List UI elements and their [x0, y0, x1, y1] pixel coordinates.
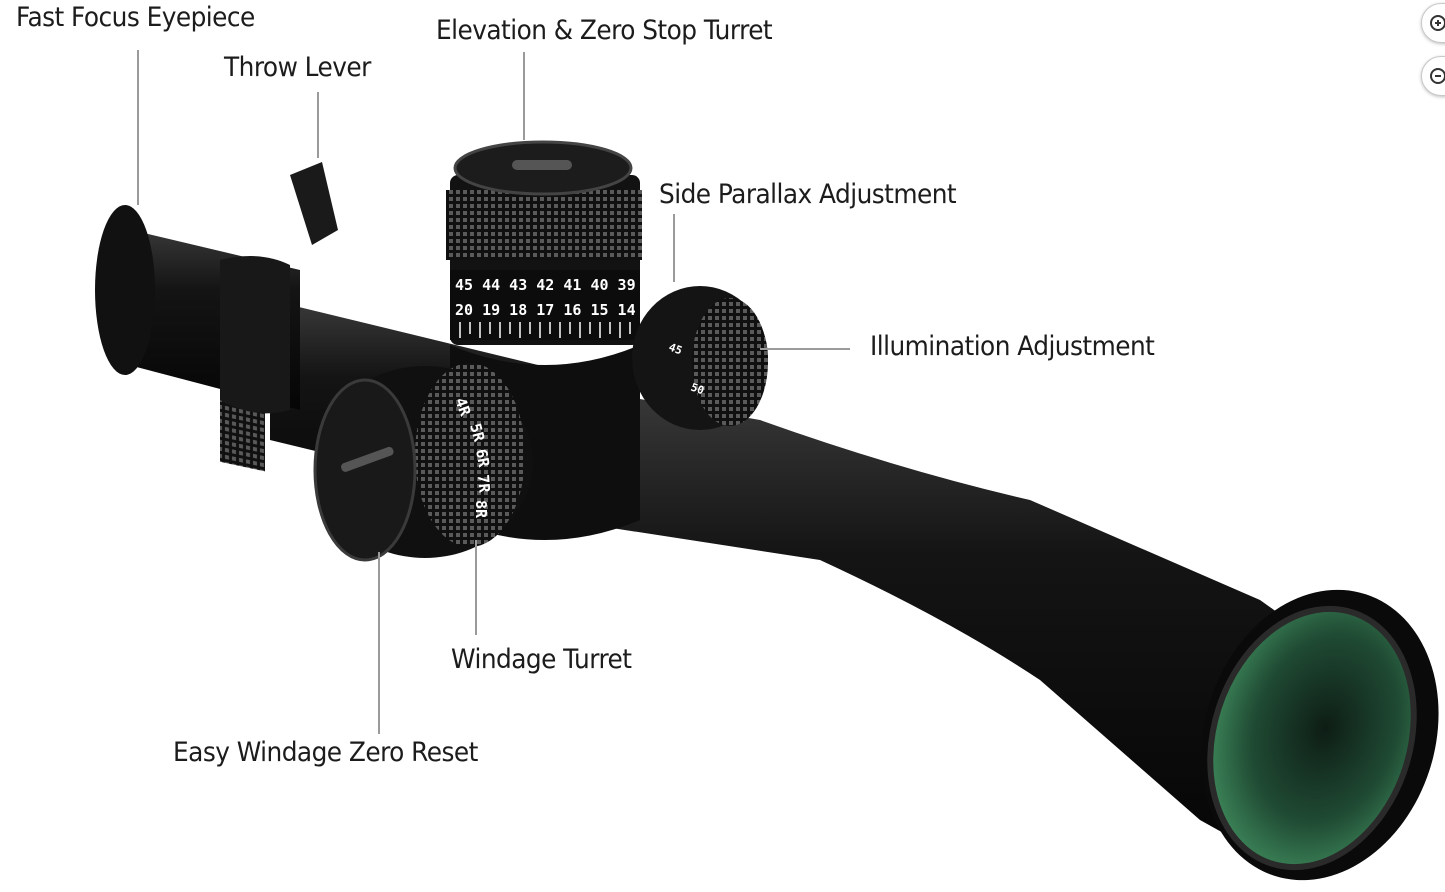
- throw-lever-shape: [290, 162, 338, 245]
- zoom-out-button[interactable]: [1421, 56, 1445, 96]
- svg-text:6R: 6R: [472, 448, 493, 470]
- callout-windage-turret: Windage Turret: [451, 644, 632, 675]
- svg-text:8R: 8R: [472, 500, 490, 519]
- leader-side-parallax: [673, 214, 675, 282]
- windage-turret-cap: [313, 378, 417, 562]
- objective-lens: [1210, 608, 1414, 868]
- leader-windage-turret: [475, 540, 477, 635]
- svg-text:50: 50: [689, 381, 706, 398]
- leader-elevation-turret: [523, 52, 525, 140]
- svg-text:7R: 7R: [474, 474, 494, 495]
- callout-illumination: Illumination Adjustment: [870, 331, 1155, 362]
- leader-throw-lever: [317, 92, 319, 158]
- callout-elevation-turret: Elevation & Zero Stop Turret: [436, 15, 773, 46]
- svg-text:45 44 43 42 41 40 39 38 37 36: 45 44 43 42 41 40 39 38 37 36: [455, 276, 717, 294]
- leader-fast-focus-eyepiece: [137, 50, 139, 205]
- callout-fast-focus-eyepiece: Fast Focus Eyepiece: [16, 2, 255, 33]
- eyepiece-ring: [95, 205, 155, 375]
- svg-text:4R: 4R: [451, 395, 474, 419]
- leader-windage-zero-reset: [378, 552, 380, 734]
- leader-illumination: [760, 348, 850, 350]
- callout-throw-lever: Throw Lever: [224, 52, 371, 83]
- svg-text:45: 45: [667, 341, 684, 358]
- zoom-in-icon: [1430, 15, 1445, 31]
- zoom-out-icon: [1430, 68, 1445, 84]
- callout-windage-zero-reset: Easy Windage Zero Reset: [173, 737, 478, 768]
- objective-bell: [560, 385, 1330, 870]
- callout-side-parallax: Side Parallax Adjustment: [659, 179, 957, 210]
- svg-text:5R: 5R: [466, 421, 488, 444]
